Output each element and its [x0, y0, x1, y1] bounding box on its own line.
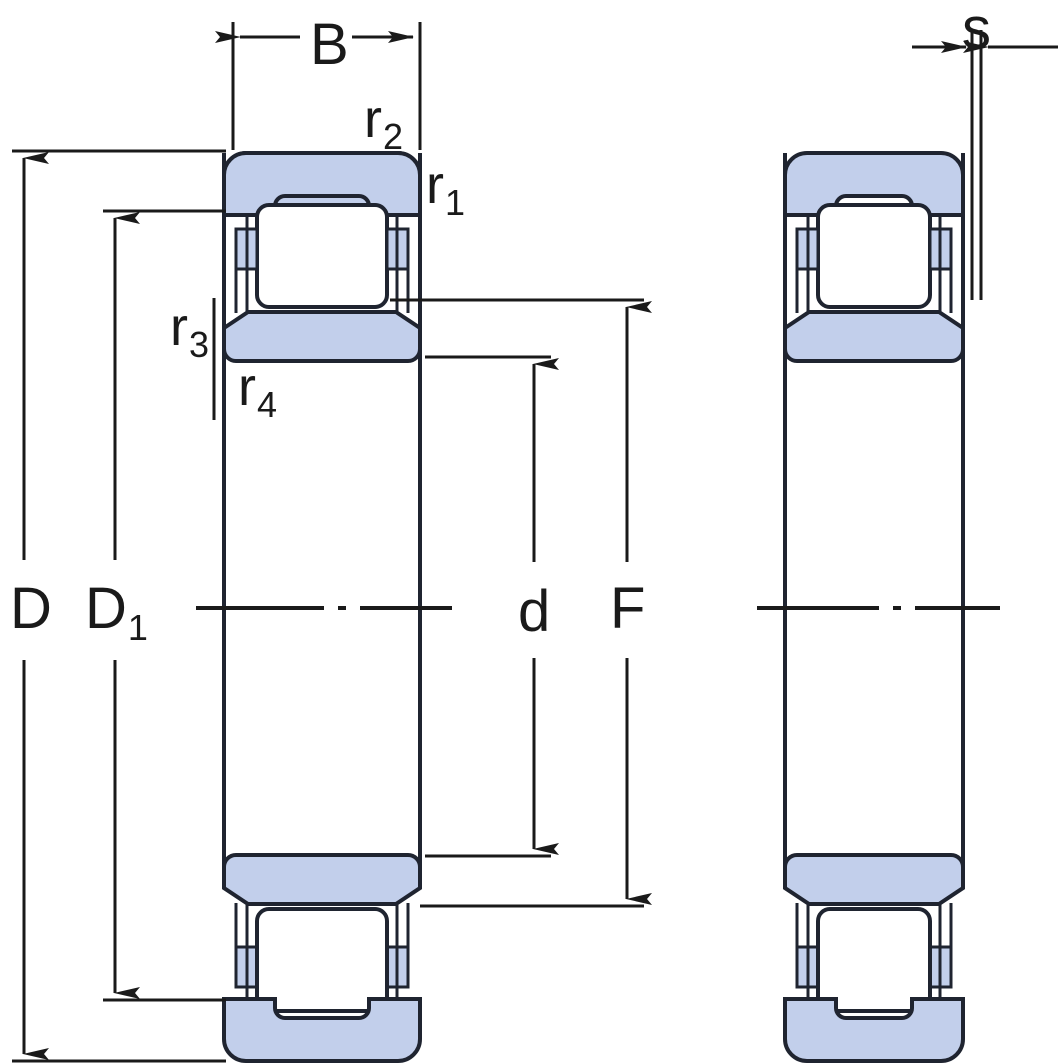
dimension-label-r2: r2: [364, 89, 404, 157]
dimension-D1: [103, 209, 226, 1002]
dimension-d: [425, 355, 559, 858]
roller-top-left: [255, 203, 389, 309]
dimension-label-s: s: [962, 0, 991, 61]
inner-ring-flange-bottom-right: [783, 853, 965, 906]
cage-bottom-left: [234, 903, 410, 1001]
inner-ring-flange-bottom-left: [222, 853, 422, 906]
outer-ring-bottom-right: [783, 997, 965, 1063]
cage-top-left: [234, 215, 410, 313]
dimension-label-d: d: [518, 579, 551, 644]
dimension-D: [12, 149, 226, 1063]
dimension-label-D: D: [10, 576, 52, 641]
dimension-label-r4: r4: [238, 357, 278, 425]
inner-ring-flange-top-right: [783, 310, 965, 363]
outer-ring-bottom-left: [222, 997, 422, 1063]
roller-bottom-left: [255, 907, 389, 1013]
dimension-label-r3: r3: [170, 297, 210, 365]
dimension-F: [390, 298, 652, 908]
dimension-label-F: F: [610, 576, 646, 641]
roller-top-right: [816, 203, 932, 309]
dimension-label-B: B: [310, 12, 349, 77]
dimension-label-D1: D1: [85, 576, 148, 648]
dimension-s: [912, 30, 1058, 300]
outer-ring-right: [783, 151, 965, 875]
roller-bottom-right: [816, 907, 932, 1013]
dimension-B: [215, 22, 422, 150]
dimension-label-r1: r1: [426, 155, 466, 223]
outer-ring-left: [222, 151, 422, 875]
right-bearing-view: [757, 151, 1000, 1063]
left-bearing-view: [196, 151, 452, 1063]
cage-top-right: [795, 215, 953, 313]
inner-ring-flange-top-left: [222, 310, 422, 363]
